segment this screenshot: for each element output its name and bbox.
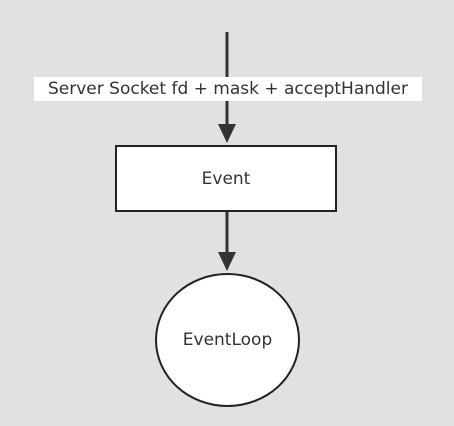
event-to-eventloop-arrowhead <box>218 252 236 271</box>
eventloop-node: EventLoop <box>155 273 300 407</box>
incoming-edge-arrowhead <box>218 124 236 143</box>
eventloop-node-label: EventLoop <box>182 330 273 350</box>
incoming-edge-label: Server Socket fd + mask + acceptHandler <box>34 77 422 101</box>
event-node: Event <box>115 145 337 212</box>
event-node-label: Event <box>201 168 251 189</box>
